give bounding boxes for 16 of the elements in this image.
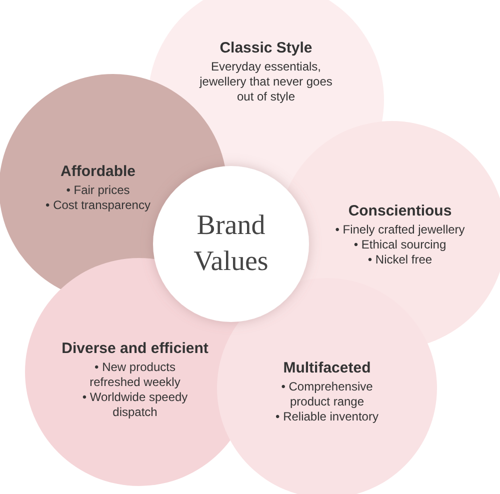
value-text: • Fair prices <box>66 183 130 198</box>
value-text: • Reliable inventory <box>276 410 378 424</box>
value-text: • Nickel free <box>368 252 432 268</box>
value-text: • Ethical sourcing <box>354 238 446 252</box>
value-heading: Multifaceted <box>283 360 371 376</box>
value-heading: Diverse and efficient <box>62 340 208 357</box>
value-heading: Affordable <box>60 163 136 180</box>
value-text: • New products refreshed weekly <box>88 360 182 390</box>
value-text: • Finely crafted jewellery <box>335 222 465 238</box>
value-text: Everyday essentials, jewellery that never goes out of style <box>198 60 334 104</box>
center-title: Brand Values <box>192 209 270 279</box>
value-text: • Worldwide speedy dispatch <box>81 390 189 420</box>
value-text: • Comprehensive product range <box>280 380 374 410</box>
value-text: • Cost transparency <box>46 198 150 213</box>
value-heading: Conscientious <box>348 202 452 220</box>
value-heading: Classic Style <box>220 40 312 56</box>
